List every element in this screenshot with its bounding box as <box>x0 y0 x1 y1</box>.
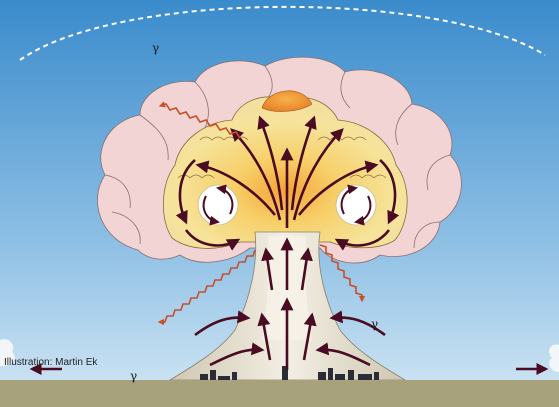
gamma-label-top: γ <box>152 41 159 55</box>
ground <box>0 380 559 407</box>
gamma-label-bottom-left: γ <box>130 369 137 383</box>
illustration-credit: Illustration: Martin Ek <box>4 357 97 368</box>
gamma-label-right: γ <box>371 317 378 331</box>
